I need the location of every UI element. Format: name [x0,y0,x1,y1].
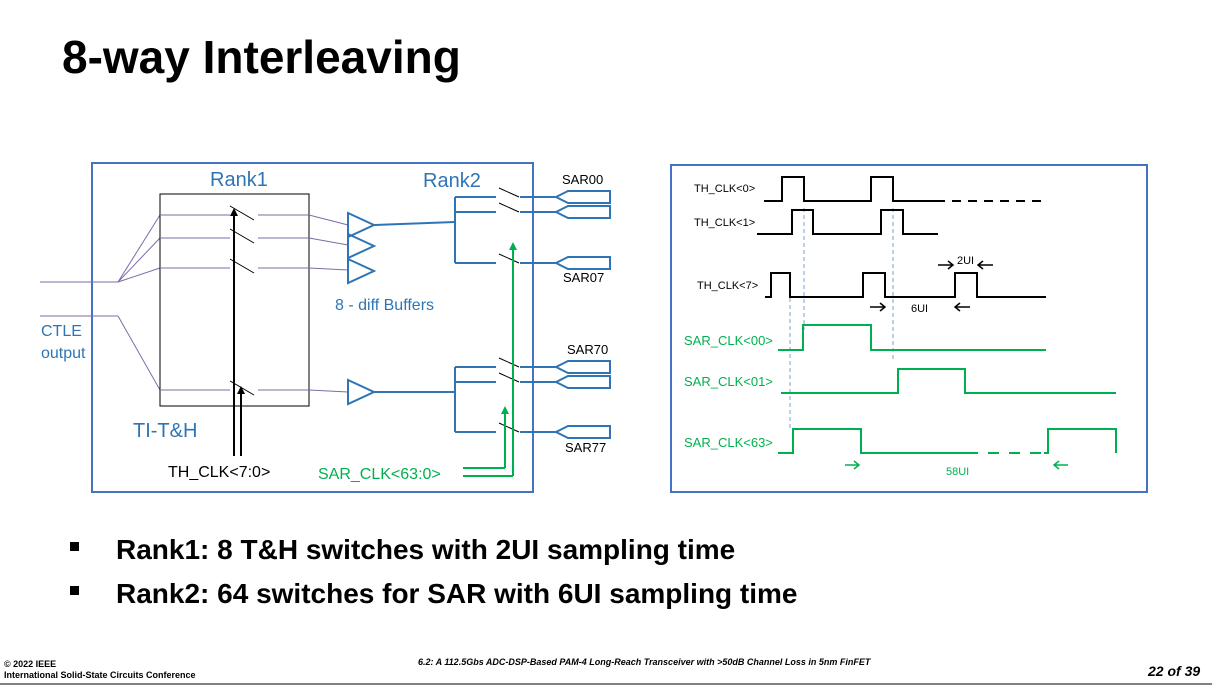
label-sar-clk-63: SAR_CLK<63> [684,435,773,450]
sar-clk-arrows [463,242,517,477]
wave-sar-clk-00 [778,324,1046,351]
input-fanin-lines [40,214,161,391]
rank1-label: Rank1 [210,169,268,191]
timing-guides [789,208,894,430]
buffer-3 [347,257,377,285]
sar-arrows-upper [553,190,611,270]
label-th-clk-0: TH_CLK<0> [694,183,755,195]
wave-th-clk-1 [757,209,938,235]
label-sar-clk-00: SAR_CLK<00> [684,333,773,348]
sar70-label: SAR70 [567,342,608,357]
wave-sar-clk-63-end [1044,428,1117,454]
timing-diagram: TH_CLK<0> TH_CLK<1> TH_CLK<7> SAR_CLK<00… [670,164,1148,493]
th-to-buffer-lines [308,214,349,393]
footer-conference: International Solid-State Circuits Confe… [4,670,196,680]
wave-th-clk-0 [764,176,945,202]
footer-copyright: © 2022 IEEE [4,659,57,669]
label-6ui: 6UI [911,303,928,315]
wave-sar-clk-63 [778,428,978,454]
slide-title: 8-way Interleaving [62,31,461,83]
rank2-lower-routing [374,366,556,433]
schematic-frame [91,162,534,493]
annotation-6ui-arrows [870,302,970,312]
label-2ui: 2UI [957,255,974,267]
rank2-label: Rank2 [423,170,481,192]
label-58ui: 58UI [946,466,969,478]
label-sar-clk-01: SAR_CLK<01> [684,374,773,389]
sar-clk-label: SAR_CLK<63:0> [318,466,441,483]
annotation-2ui-arrows [938,260,993,270]
footer-paper-title: 6.2: A 112.5Gbs ADC-DSP-Based PAM-4 Long… [418,657,871,667]
rank2-upper-routing [373,196,556,264]
label-th-clk-7: TH_CLK<7> [697,280,758,292]
page-number: 22 of 39 [1148,663,1201,679]
th-switch-rows [160,214,309,391]
sar07-label: SAR07 [563,270,604,285]
ctle-label-line2: output [41,345,86,362]
buffer-2 [347,232,377,260]
wave-th-clk-7 [765,272,1046,298]
buffer-8 [347,378,377,406]
bullet-text: Rank1: 8 T&H switches with 2UI sampling … [116,534,736,565]
schematic-diagram: Rank1 Rank2 CTLE output TI-T&H 8 - diff … [40,162,611,493]
rank2-lower-switches [498,357,520,433]
ctle-label-line1: CTLE [41,323,82,340]
footer-divider [0,683,1212,685]
sar77-label: SAR77 [565,440,606,455]
sar-arrows-lower [553,360,611,439]
bullet-text: Rank2: 64 switches for SAR with 6UI samp… [116,578,798,609]
buffer-1 [347,211,377,239]
th-clk-label: TH_CLK<7:0> [168,464,270,481]
annotation-58ui-arrows [845,460,1068,470]
rank2-upper-switches [498,187,520,264]
label-th-clk-1: TH_CLK<1> [694,217,755,229]
sar00-label: SAR00 [562,172,603,187]
buffers [347,211,377,406]
wave-sar-clk-01 [781,368,1116,394]
bullet-marker [70,586,79,595]
timing-frame [670,164,1148,493]
footer-left: © 2022 IEEE International Solid-State Ci… [4,659,196,681]
buffers-label: 8 - diff Buffers [335,297,434,314]
th-block-label: TI-T&H [133,420,197,442]
bullet-marker [70,542,79,551]
